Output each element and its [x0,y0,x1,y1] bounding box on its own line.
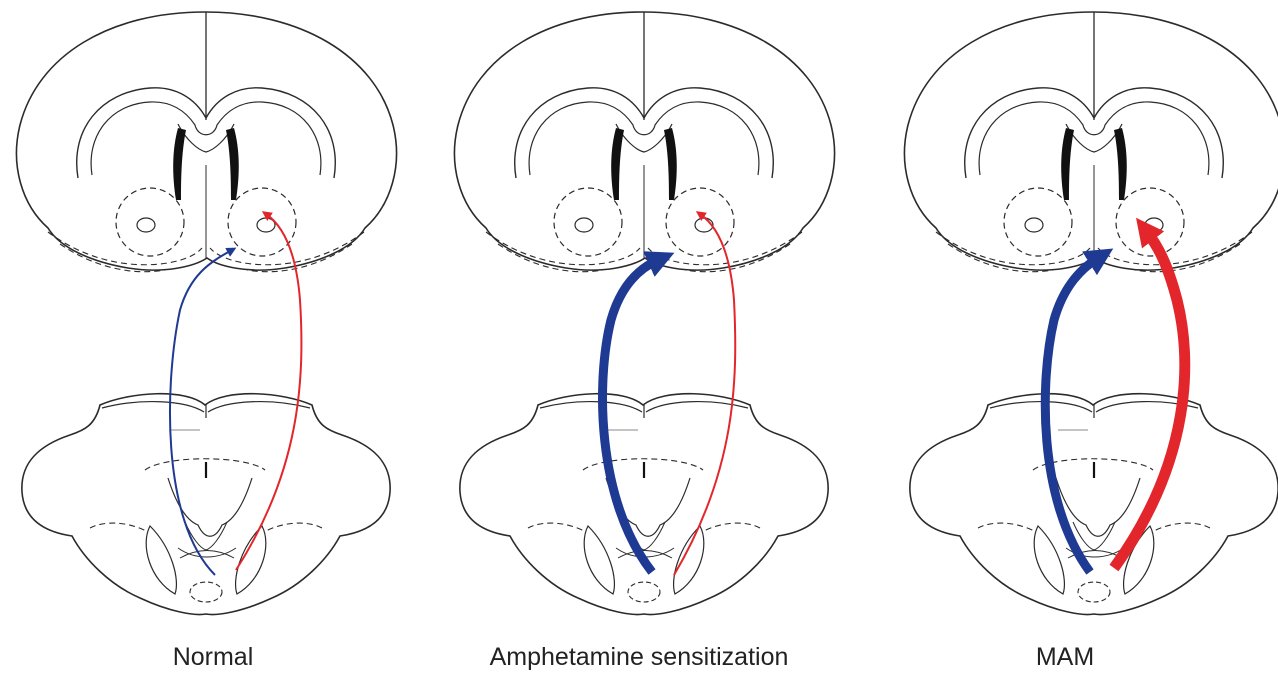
midbrain-section [910,394,1278,615]
panel-mam: MAM [852,0,1278,680]
coronal-brain-section [454,12,834,272]
coronal-brain-section [16,12,396,272]
panel-amphetamine-sensitization: Amphetamine sensitization [426,0,852,680]
mam-diagram [852,0,1278,640]
midbrain-section [22,394,390,615]
amphetamine-diagram [426,0,852,640]
coronal-brain-section [904,12,1278,272]
panel-label: MAM [852,643,1278,672]
panel-label: Normal [0,643,426,672]
midbrain-section [460,394,828,615]
panel-normal: Normal [0,0,426,680]
normal-diagram [0,0,426,640]
panel-label: Amphetamine sensitization [426,643,852,672]
